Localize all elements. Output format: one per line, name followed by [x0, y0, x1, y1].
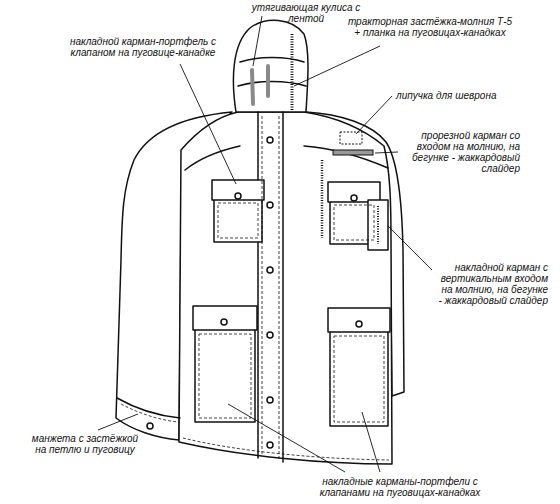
callout-label: прорезной карман со входом на молнию, на…	[402, 130, 520, 174]
callout-label: липучка для шеврона	[396, 90, 506, 101]
callout-label: накладной карман с вертикальным входом н…	[436, 262, 548, 306]
callout-label: тракторная застёжка-молния Т-5 + планка …	[345, 16, 515, 38]
callout-label: манжета с застёжкой на петлю и пуговицу	[30, 433, 140, 455]
callout-label: накладные карманы-портфели с клапанами н…	[300, 476, 500, 498]
callout-label: накладной карман-портфель с клапаном на …	[58, 36, 228, 58]
